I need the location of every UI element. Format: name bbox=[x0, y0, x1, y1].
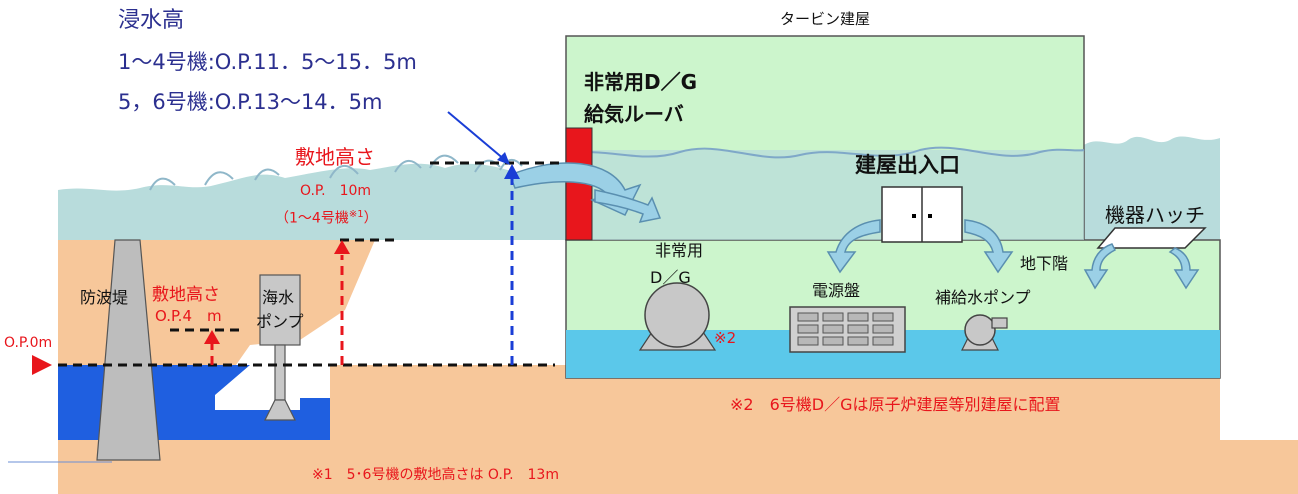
site-height-units14-close: ） bbox=[363, 210, 378, 227]
arrow-head-red-1 bbox=[204, 330, 220, 344]
note1-text: ※1 5･6号機の敷地高さは O.P. 13m bbox=[312, 467, 559, 483]
building-wave-line bbox=[565, 146, 1085, 159]
site-height-label: 敷地高さ bbox=[295, 145, 375, 169]
flow-arrows bbox=[509, 162, 1200, 290]
emergency-dg-line2: D／G bbox=[650, 268, 691, 287]
arrow-door-left bbox=[826, 219, 881, 274]
op0-marker bbox=[32, 355, 52, 375]
site-height-op10: O.P. 10m bbox=[300, 183, 372, 199]
site-height-pump-line2: O.P.4 m bbox=[155, 307, 222, 325]
site-height-units14-main: （1～4号機 bbox=[275, 210, 349, 227]
flood-label-leader bbox=[447, 111, 506, 161]
wave-crests-left bbox=[149, 154, 523, 191]
site-height-pump-line1: 敷地高さ bbox=[152, 285, 220, 305]
arrow-hatch-left bbox=[1083, 243, 1117, 290]
basement-label: 地下階 bbox=[1020, 254, 1069, 273]
building-flood-zone bbox=[566, 150, 1084, 240]
arrow-head-red-2 bbox=[334, 240, 350, 254]
ground-below bbox=[58, 440, 1298, 494]
deep-sea bbox=[58, 365, 330, 440]
flood-height-title: 浸水高 bbox=[118, 8, 185, 33]
seawater-pump-shape bbox=[259, 274, 301, 421]
note2-text: ※2 6号機D／Gは原子炉建屋等別建屋に配置 bbox=[730, 395, 1061, 414]
emergency-dg-line1: 非常用 bbox=[655, 241, 704, 260]
arrow-louver-in bbox=[594, 189, 662, 224]
site-height-arrows bbox=[210, 255, 344, 365]
breakwater-label: 防波堤 bbox=[80, 288, 129, 307]
site-height-units14: （1～4号機※1） bbox=[275, 210, 378, 226]
arrow-head-blue bbox=[504, 164, 520, 179]
seawater-pump-line2: ポンプ bbox=[256, 312, 304, 331]
power-panel-shape bbox=[789, 306, 906, 353]
seawater-pump-line1: 海水 bbox=[262, 288, 295, 307]
flood-height-line2: 5，6号機:O.P.13～14．5m bbox=[118, 90, 383, 114]
breakwater-shape bbox=[96, 239, 161, 461]
height-lines bbox=[58, 161, 565, 367]
flood-water bbox=[58, 163, 566, 240]
op0-label: O.P.0m bbox=[4, 335, 53, 351]
note1-ref: ※1 bbox=[348, 209, 364, 220]
turbine-building-label: タービン建屋 bbox=[780, 10, 871, 28]
building-entrance-label: 建屋出入口 bbox=[855, 153, 960, 177]
arrow-hatch-right bbox=[1168, 247, 1200, 290]
flood-leader-head bbox=[497, 152, 510, 165]
makeup-pump-label: 補給水ポンプ bbox=[935, 288, 1031, 307]
dg-louver-line1: 非常用D／G bbox=[584, 70, 698, 94]
note2-mark: ※2 bbox=[714, 329, 737, 347]
equipment-hatch-label: 機器ハッチ bbox=[1105, 203, 1205, 227]
equipment-hatch-shape bbox=[1096, 227, 1207, 249]
flood-water-right bbox=[1084, 136, 1220, 240]
emergency-dg-shape bbox=[638, 282, 717, 351]
building-door bbox=[881, 186, 963, 243]
makeup-pump-shape bbox=[961, 314, 1008, 351]
arrow-door-right bbox=[964, 219, 1014, 274]
power-panel-label: 電源盤 bbox=[812, 281, 861, 300]
dg-louver-line2: 給気ルーバ bbox=[584, 102, 684, 126]
flood-height-line1: 1～4号機:O.P.11．5～15．5m bbox=[118, 50, 417, 74]
